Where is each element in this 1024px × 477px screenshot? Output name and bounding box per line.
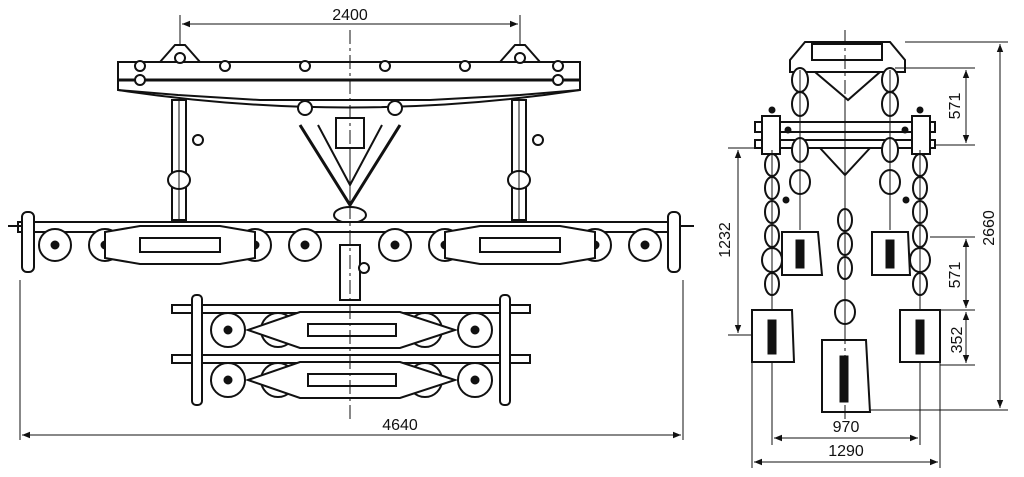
upper-sheaves [38,225,662,265]
front-view: 2400 4640 [8,7,694,440]
dim-overall-width-label: 4640 [382,417,418,434]
dim-top-width: 2400 [179,7,521,45]
dim-side-small: 352 [940,312,975,366]
dim-side-lower: 571 [930,236,975,311]
dim-side-upper: 571 [895,67,975,146]
chain-bolts [768,106,924,204]
chain-links [761,67,931,325]
hanger-links [167,99,544,221]
dim-side-outer-label: 1290 [828,443,864,460]
dim-side-upper-label: 571 [947,93,964,120]
lower-roller-assembly [171,294,531,406]
dim-overall-width: 4640 [19,280,684,440]
dim-side-lower-label: 571 [947,262,964,289]
dim-top-width-label: 2400 [332,7,368,24]
sheave-blocks [751,231,941,413]
dim-side-inner-label: 970 [833,419,860,436]
dim-side-outer: 1290 [751,362,941,468]
top-yoke-beam [117,44,581,109]
side-view: 571 2660 571 352 1232 [717,30,1008,468]
dim-side-total: 2660 [870,41,1008,411]
dim-side-total-label: 2660 [981,210,998,246]
dim-side-small-label: 352 [949,327,966,354]
dim-side-inner: 970 [771,362,921,445]
upper-roller-beam [8,211,694,273]
dim-side-left-label: 1232 [717,222,734,258]
dim-side-left: 1232 [717,147,760,336]
